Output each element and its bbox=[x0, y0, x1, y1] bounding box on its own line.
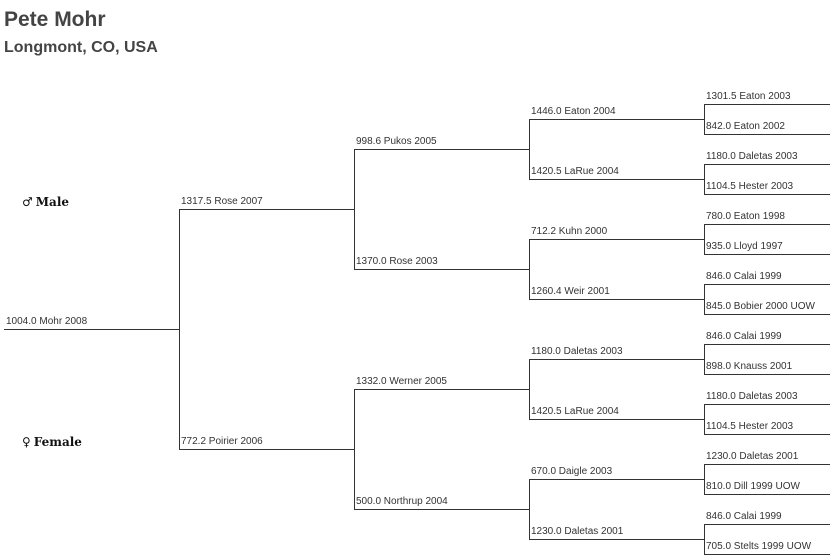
ancestor-node: 1332.0 Werner 2005 bbox=[356, 376, 447, 387]
pedigree-connector bbox=[704, 164, 705, 195]
ancestor-node: 1104.5 Hester 2003 bbox=[706, 181, 794, 192]
pedigree-line bbox=[704, 314, 830, 315]
pedigree-line bbox=[704, 104, 830, 105]
pedigree-line bbox=[179, 449, 354, 450]
ancestor-node: 846.0 Calai 1999 bbox=[706, 271, 782, 282]
pedigree-line bbox=[529, 539, 704, 540]
ancestor-node: 705.0 Stelts 1999 UOW bbox=[706, 541, 812, 552]
male-legend-label: Male bbox=[35, 195, 70, 209]
ancestor-node: 845.0 Bobier 2000 UOW bbox=[706, 301, 815, 312]
location-subtitle: Longmont, CO, USA bbox=[4, 39, 158, 56]
pedigree-line bbox=[529, 119, 704, 120]
ancestor-node: 935.0 Lloyd 1997 bbox=[706, 241, 783, 252]
ancestor-node: 1446.0 Eaton 2004 bbox=[531, 106, 616, 117]
ancestor-node: 842.0 Eaton 2002 bbox=[706, 121, 785, 132]
pedigree-connector bbox=[529, 479, 530, 540]
ancestor-node: 810.0 Dill 1999 UOW bbox=[706, 481, 800, 492]
ancestor-node: 1370.0 Rose 2003 bbox=[356, 256, 438, 267]
pedigree-line bbox=[179, 209, 354, 210]
ancestor-node: 1260.4 Weir 2001 bbox=[531, 286, 610, 297]
ancestor-node: 1317.5 Rose 2007 bbox=[181, 196, 263, 207]
pedigree-line bbox=[704, 254, 830, 255]
pedigree-connector bbox=[704, 464, 705, 495]
ancestor-node: 1180.0 Daletas 2003 bbox=[706, 151, 798, 162]
ancestor-node: 500.0 Northrup 2004 bbox=[356, 496, 448, 507]
ancestor-node: 772.2 Poirier 2006 bbox=[181, 436, 263, 447]
pedigree-line bbox=[704, 284, 830, 285]
ancestor-node: 1420.5 LaRue 2004 bbox=[531, 406, 619, 417]
ancestor-node: 670.0 Daigle 2003 bbox=[531, 466, 613, 477]
pedigree-connector bbox=[529, 119, 530, 180]
pedigree-line bbox=[704, 494, 830, 495]
female-legend: ♀Female bbox=[22, 435, 82, 449]
pedigree-line bbox=[529, 299, 704, 300]
pedigree-line bbox=[354, 389, 529, 390]
ancestor-node: 1180.0 Daletas 2003 bbox=[531, 346, 623, 357]
pedigree-line bbox=[704, 434, 830, 435]
male-legend: ♂Male bbox=[22, 195, 69, 209]
ancestor-node: 846.0 Calai 1999 bbox=[706, 511, 782, 522]
pedigree-line bbox=[354, 269, 529, 270]
pedigree-connector bbox=[354, 389, 355, 510]
pedigree-line bbox=[704, 464, 830, 465]
pedigree-line bbox=[704, 344, 830, 345]
male-symbol-icon: ♂ bbox=[22, 195, 33, 209]
pedigree-line bbox=[704, 194, 830, 195]
pedigree-connector bbox=[704, 104, 705, 135]
ancestor-node: 780.0 Eaton 1998 bbox=[706, 211, 785, 222]
pedigree-line bbox=[529, 479, 704, 480]
pedigree-line bbox=[704, 164, 830, 165]
pedigree-line bbox=[529, 179, 704, 180]
ancestor-node: 1230.0 Daletas 2001 bbox=[531, 526, 624, 537]
pedigree-connector bbox=[529, 359, 530, 420]
pedigree-line bbox=[354, 149, 529, 150]
ancestor-node: 1180.0 Daletas 2003 bbox=[706, 391, 798, 402]
pedigree-line bbox=[704, 224, 830, 225]
female-legend-label: Female bbox=[33, 435, 82, 449]
pedigree-line bbox=[704, 524, 830, 525]
pedigree-line bbox=[529, 419, 704, 420]
pedigree-line bbox=[704, 554, 830, 555]
female-symbol-icon: ♀ bbox=[22, 435, 31, 449]
pedigree-connector bbox=[704, 344, 705, 375]
ancestor-node: 712.2 Kuhn 2000 bbox=[531, 226, 608, 237]
pedigree-connector bbox=[704, 524, 705, 555]
ancestor-node: 898.0 Knauss 2001 bbox=[706, 361, 793, 372]
pedigree-line bbox=[704, 374, 830, 375]
ancestor-node: 846.0 Calai 1999 bbox=[706, 331, 782, 342]
pedigree-connector bbox=[704, 284, 705, 315]
ancestor-node: 1301.5 Eaton 2003 bbox=[706, 91, 791, 102]
ancestor-node: 998.6 Pukos 2005 bbox=[356, 136, 437, 147]
pedigree-connector bbox=[529, 239, 530, 300]
pedigree-line bbox=[354, 509, 529, 510]
ancestor-node: 1230.0 Daletas 2001 bbox=[706, 451, 799, 462]
pedigree-line bbox=[704, 404, 830, 405]
pedigree-line bbox=[529, 359, 704, 360]
pedigree-connector bbox=[179, 209, 180, 450]
subject-node: 1004.0 Mohr 2008 bbox=[6, 316, 88, 327]
pedigree-connector bbox=[354, 149, 355, 270]
pedigree-connector bbox=[704, 224, 705, 255]
ancestor-node: 1420.5 LaRue 2004 bbox=[531, 166, 619, 177]
page-title: Pete Mohr bbox=[4, 8, 106, 31]
pedigree-line bbox=[704, 134, 830, 135]
ancestor-node: 1104.5 Hester 2003 bbox=[706, 421, 794, 432]
pedigree-line bbox=[4, 329, 179, 330]
pedigree-connector bbox=[704, 404, 705, 435]
pedigree-line bbox=[529, 239, 704, 240]
